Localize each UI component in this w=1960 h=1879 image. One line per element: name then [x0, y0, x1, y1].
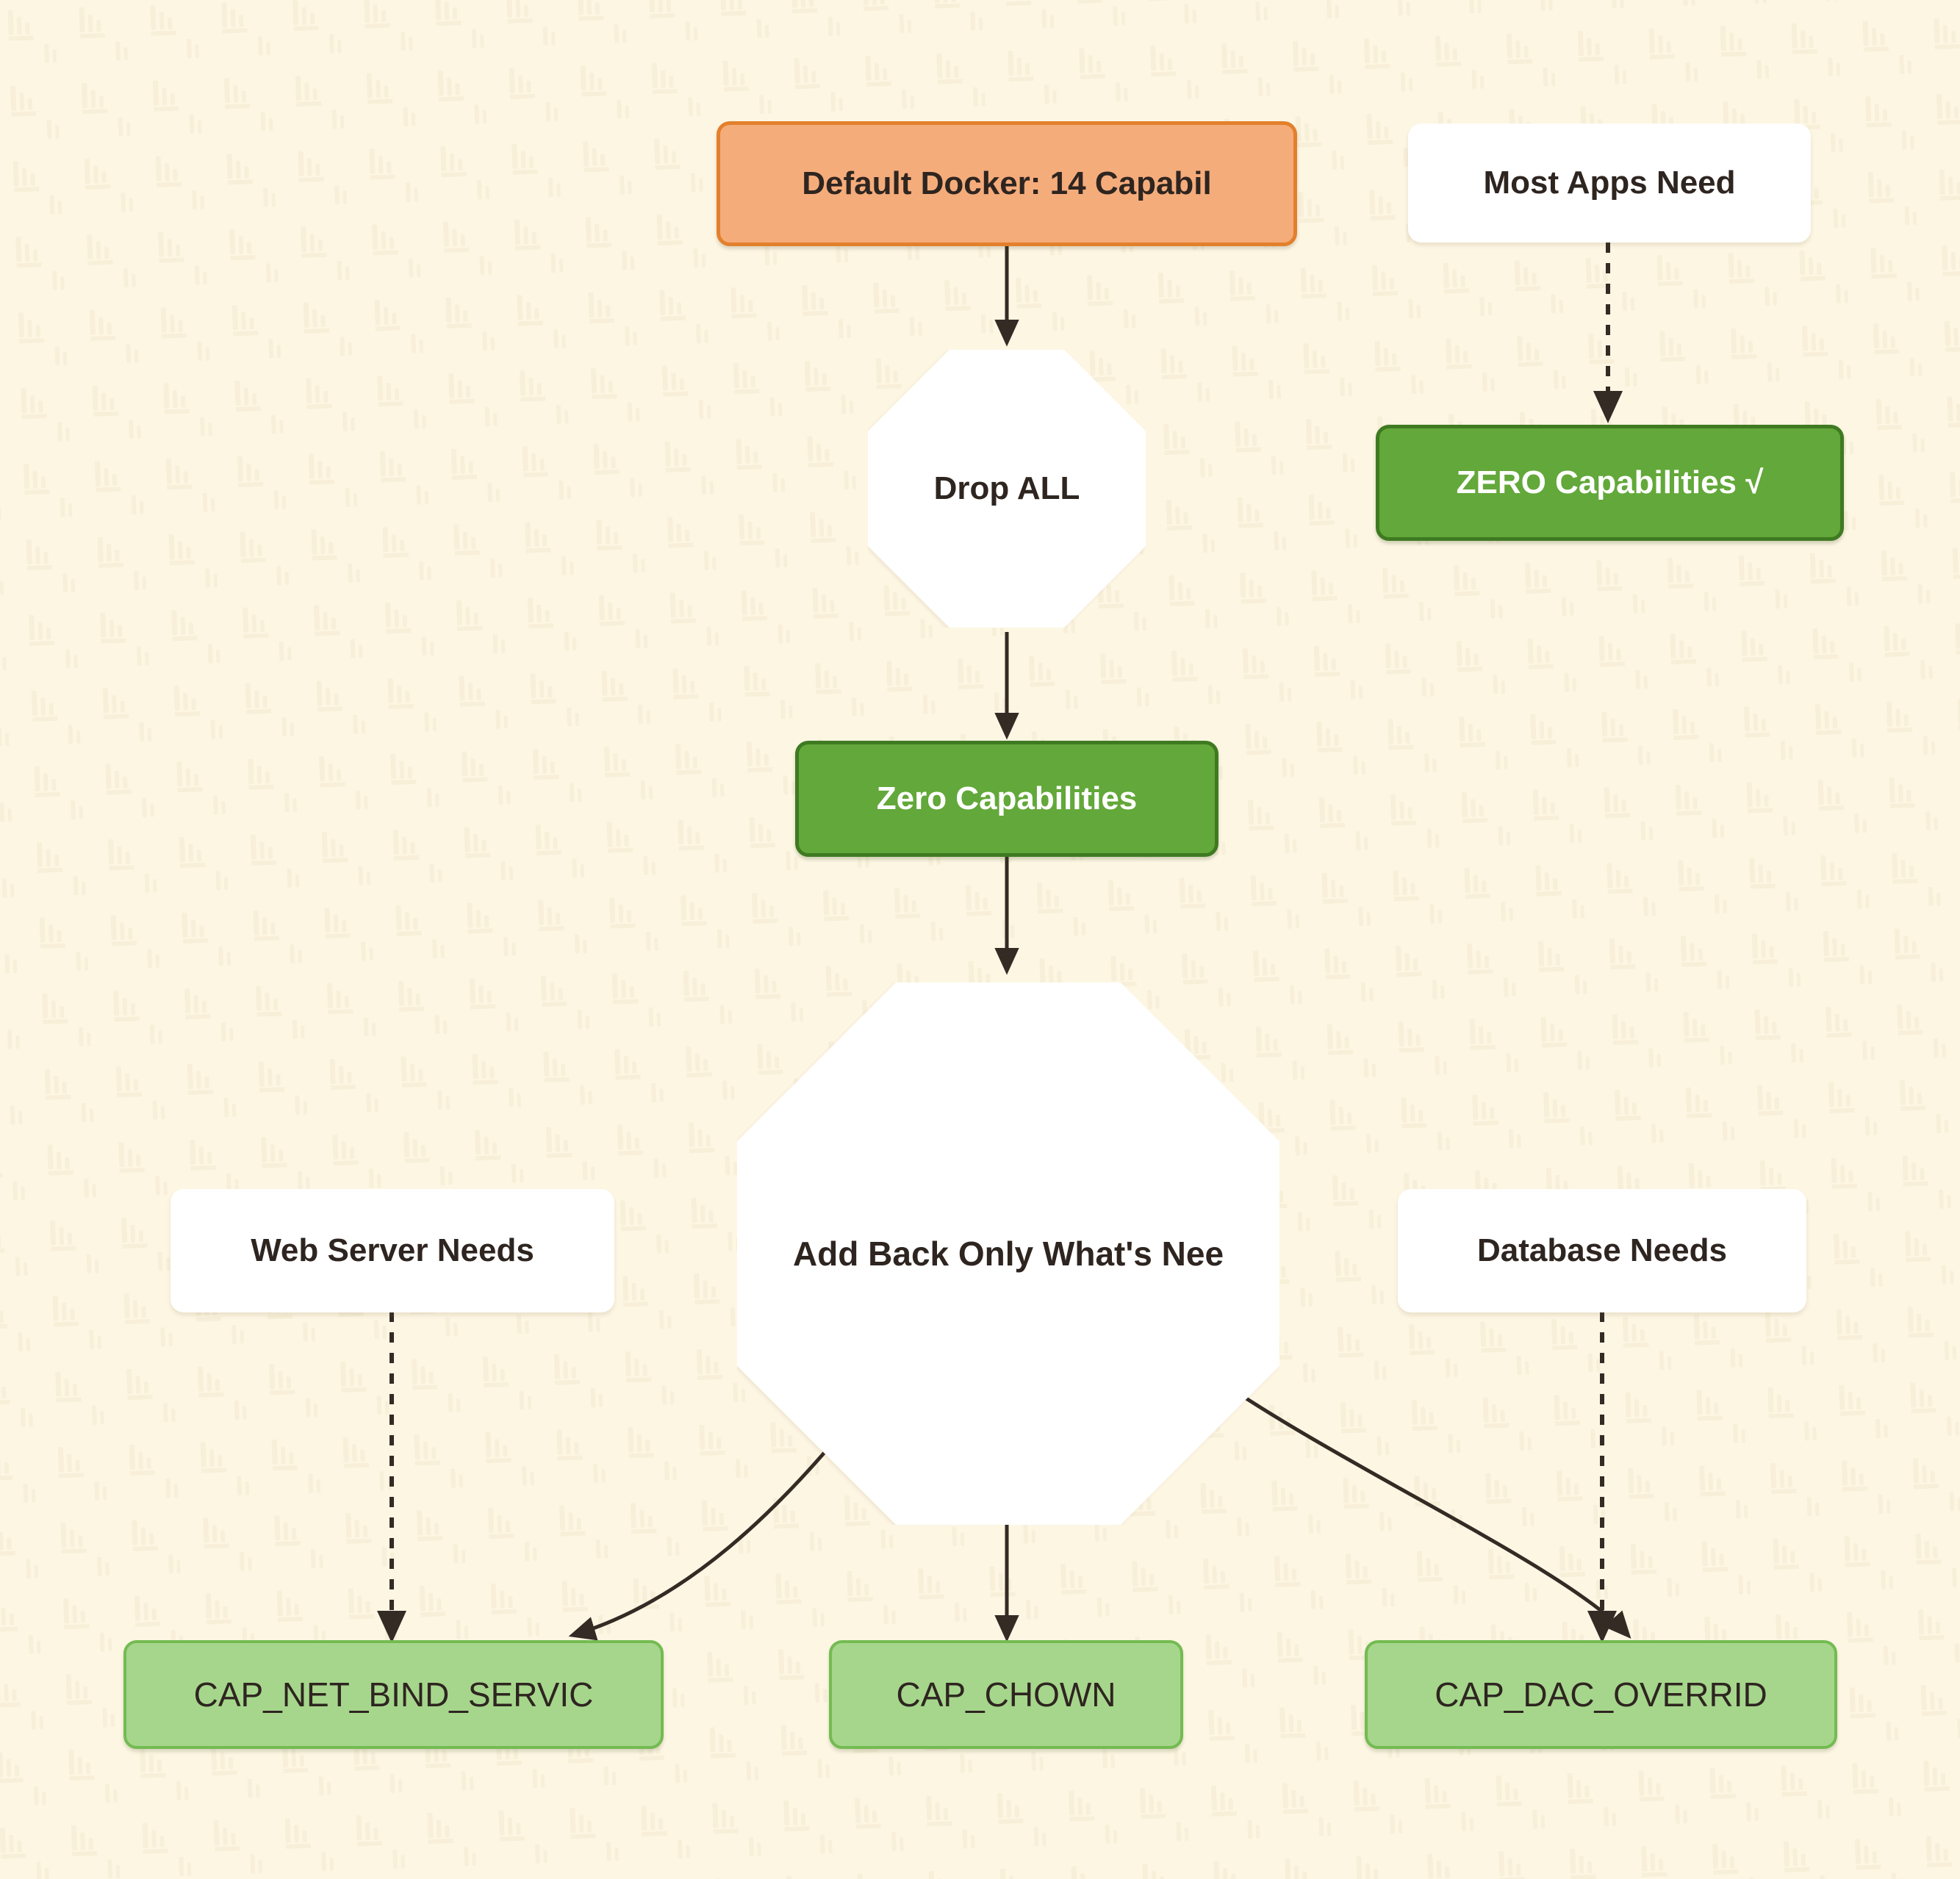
node-add-back-only[interactable]: Add Back Only What's Nee: [737, 982, 1279, 1525]
diamond-shape: [868, 350, 1146, 628]
node-most-apps-need[interactable]: Most Apps Need: [1408, 123, 1811, 242]
node-cap-chown[interactable]: CAP_CHOWN: [829, 1640, 1183, 1749]
node-most-apps-need-label: Most Apps Need: [1483, 165, 1736, 201]
node-default-docker-label: Default Docker: 14 Capabil: [802, 165, 1212, 201]
node-database-needs[interactable]: Database Needs: [1398, 1189, 1806, 1312]
node-cap-dac-override-label: CAP_DAC_OVERRID: [1435, 1675, 1767, 1714]
node-cap-chown-label: CAP_CHOWN: [896, 1675, 1116, 1714]
node-web-server-needs[interactable]: Web Server Needs: [170, 1189, 614, 1312]
node-database-needs-label: Database Needs: [1477, 1232, 1727, 1268]
node-default-docker[interactable]: Default Docker: 14 Capabil: [717, 121, 1297, 246]
node-web-server-needs-label: Web Server Needs: [251, 1232, 534, 1268]
node-zero-capabilities[interactable]: Zero Capabilities: [795, 741, 1218, 857]
node-cap-net-bind-service[interactable]: CAP_NET_BIND_SERVIC: [123, 1640, 664, 1749]
node-cap-dac-override[interactable]: CAP_DAC_OVERRID: [1365, 1640, 1837, 1749]
node-zero-capabilities-check[interactable]: ZERO Capabilities √: [1376, 425, 1844, 541]
node-zero-capabilities-label: Zero Capabilities: [876, 780, 1138, 816]
node-drop-all[interactable]: Drop ALL: [868, 350, 1146, 628]
node-cap-net-bind-service-label: CAP_NET_BIND_SERVIC: [193, 1675, 594, 1714]
node-zero-capabilities-check-label: ZERO Capabilities √: [1456, 464, 1764, 500]
diamond-shape: [737, 982, 1279, 1525]
